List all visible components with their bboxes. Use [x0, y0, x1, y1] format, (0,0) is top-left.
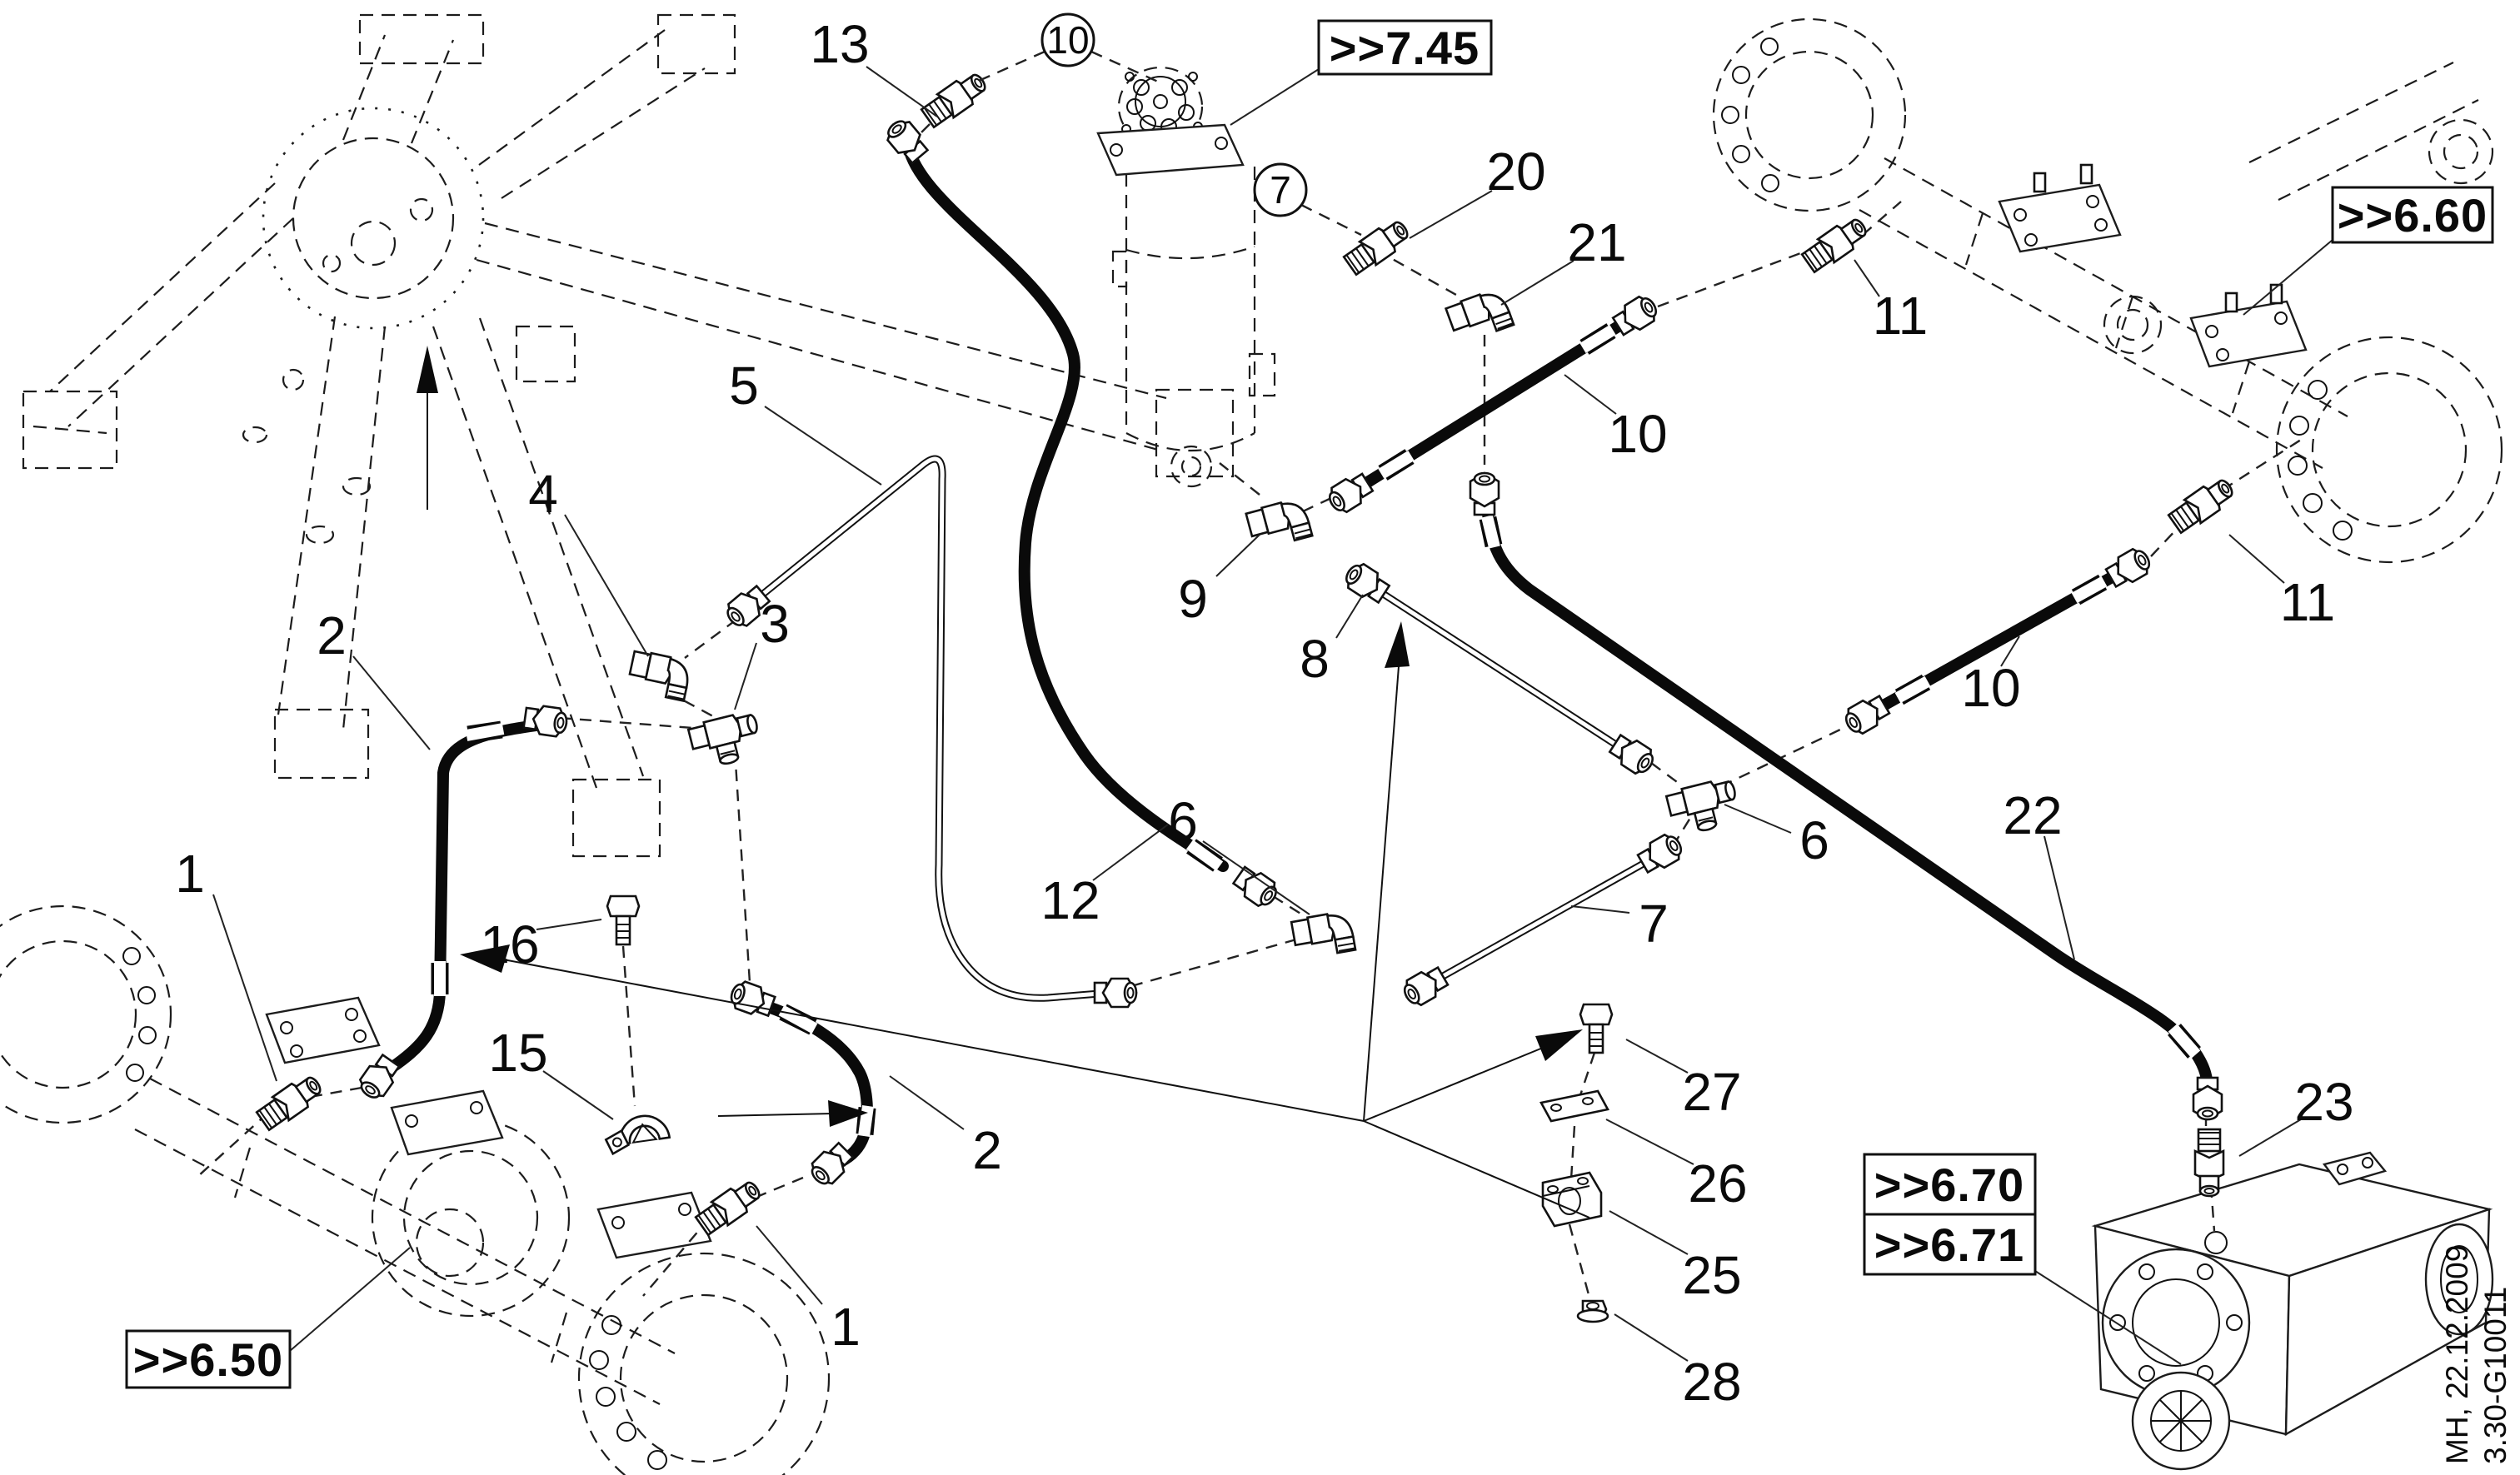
hose-22-top-nut — [1469, 471, 1500, 516]
bolt-16 — [606, 894, 641, 946]
ref-box-6-60-label: >>6.60 — [2338, 189, 2488, 242]
footer: MH, 22.12.2009 3.30-G10011 — [2440, 1245, 2513, 1464]
hydraulic-motor-drawing — [1096, 66, 1276, 488]
fitting-20 — [1340, 214, 1415, 279]
footer-date: MH, 22.12.2009 — [2440, 1245, 2474, 1464]
chassis-frame-drawing — [22, 13, 1235, 858]
callout-8: 8 — [1300, 629, 1330, 689]
callout-2-left: 2 — [317, 605, 347, 665]
pipe-5-lower-nut — [1093, 977, 1138, 1009]
reference-boxes: >>7.45 >>6.60 >>6.50 >>6.70 >>6.71 — [125, 19, 2494, 1389]
pipe-8-upper-nut — [1340, 558, 1393, 607]
callout-10-lower: 10 — [1961, 658, 2020, 718]
callout-26: 26 — [1688, 1154, 1747, 1213]
hose-22-end-nut — [2192, 1076, 2223, 1121]
callout-6-right: 6 — [1799, 810, 1829, 870]
hose-22-path — [1481, 498, 2213, 1097]
callout-12: 12 — [1040, 870, 1100, 930]
ref-box-6-60 — [2331, 186, 2494, 244]
frame-position-arrow-head — [417, 346, 438, 393]
fitting-1-right — [692, 1174, 766, 1239]
hose-2b-end-nut — [805, 1139, 857, 1191]
callout-22: 22 — [2003, 785, 2062, 845]
steel-pipes — [754, 459, 1654, 998]
callout-5: 5 — [729, 356, 759, 416]
hose-12-path — [904, 146, 1229, 872]
hoses — [367, 146, 2213, 1171]
tee-fitting-3 — [686, 709, 766, 772]
rear-axle-drawing — [0, 904, 831, 1475]
callout-2-right: 2 — [972, 1120, 1002, 1180]
circled-callout-7: 7 — [1270, 168, 1291, 212]
callout-16: 16 — [480, 914, 539, 974]
position-arrows — [460, 621, 1590, 1218]
elbow-fitting-6-center — [1290, 909, 1357, 961]
leader-lines — [212, 50, 2302, 1362]
callout-6-center: 6 — [1168, 791, 1198, 851]
ref-box-7-45 — [1317, 19, 1493, 76]
callout-10-upper: 10 — [1608, 404, 1667, 464]
ref-box-6-71-label: >>6.71 — [1874, 1218, 2024, 1271]
fittings — [253, 67, 2239, 1323]
ref-box-6-50 — [125, 1329, 292, 1389]
callout-11-lower: 11 — [2280, 572, 2335, 632]
callout-25: 25 — [1682, 1245, 1741, 1305]
clamp-25 — [1541, 1171, 1603, 1228]
callout-11-upper: 11 — [1873, 286, 1928, 346]
elbow-fitting-21 — [1444, 286, 1515, 346]
clamp-15 — [601, 1111, 672, 1156]
ref-box-6-70-label: >>6.70 — [1874, 1159, 2024, 1211]
circled-callouts: 10 7 — [1040, 12, 1308, 217]
fitting-1-left — [253, 1069, 327, 1134]
fitting-13 — [918, 67, 992, 132]
callout-labels: 13 5 4 3 2 1 16 15 12 6 2 1 9 8 7 6 10 1… — [175, 14, 2353, 1412]
callout-27: 27 — [1682, 1062, 1741, 1122]
bolt-27 — [1579, 1003, 1614, 1054]
pipe-7-lower-nut — [1398, 962, 1451, 1011]
plate-26 — [1539, 1089, 1609, 1123]
elbow-fitting-9 — [1244, 496, 1314, 552]
elbow-fitting-4 — [625, 648, 693, 702]
ref-box-7-45-label: >>7.45 — [1330, 22, 1480, 74]
circled-callout-7-circle — [1253, 162, 1308, 217]
pipe-8-lower-nut — [1606, 730, 1659, 780]
ref-box-6-71 — [1863, 1213, 2037, 1276]
assembly-dash-lines — [197, 109, 2302, 1298]
callout-3: 3 — [760, 594, 790, 654]
callout-7: 7 — [1639, 894, 1669, 954]
fitting-11-upper — [1799, 212, 1873, 277]
callout-15: 15 — [488, 1023, 547, 1083]
footer-drawing-number: 3.30-G10011 — [2478, 1287, 2513, 1464]
callout-4: 4 — [528, 464, 558, 524]
hose-12-end-nut — [1230, 862, 1283, 912]
callout-1-right: 1 — [831, 1297, 861, 1357]
callout-1-left: 1 — [175, 844, 205, 904]
callout-13: 13 — [810, 14, 869, 74]
callout-23: 23 — [2294, 1072, 2353, 1132]
hose-2a-top-nut — [521, 702, 570, 739]
fitting-11-lower — [2165, 472, 2239, 537]
front-axle-drawing — [1712, 17, 2503, 564]
callout-28: 28 — [1682, 1352, 1741, 1412]
transfer-gearbox-drawing — [2091, 1151, 2494, 1471]
callout-9: 9 — [1178, 569, 1208, 629]
nut-28 — [1576, 1299, 1609, 1323]
ref-box-6-50-label: >>6.50 — [133, 1333, 283, 1386]
circled-callout-10-circle — [1040, 12, 1095, 67]
callout-20: 20 — [1486, 142, 1545, 202]
callout-21: 21 — [1567, 212, 1626, 272]
fitting-23 — [2193, 1128, 2225, 1198]
hose-2b-top-nut — [726, 977, 778, 1021]
circled-callout-10: 10 — [1046, 18, 1089, 62]
